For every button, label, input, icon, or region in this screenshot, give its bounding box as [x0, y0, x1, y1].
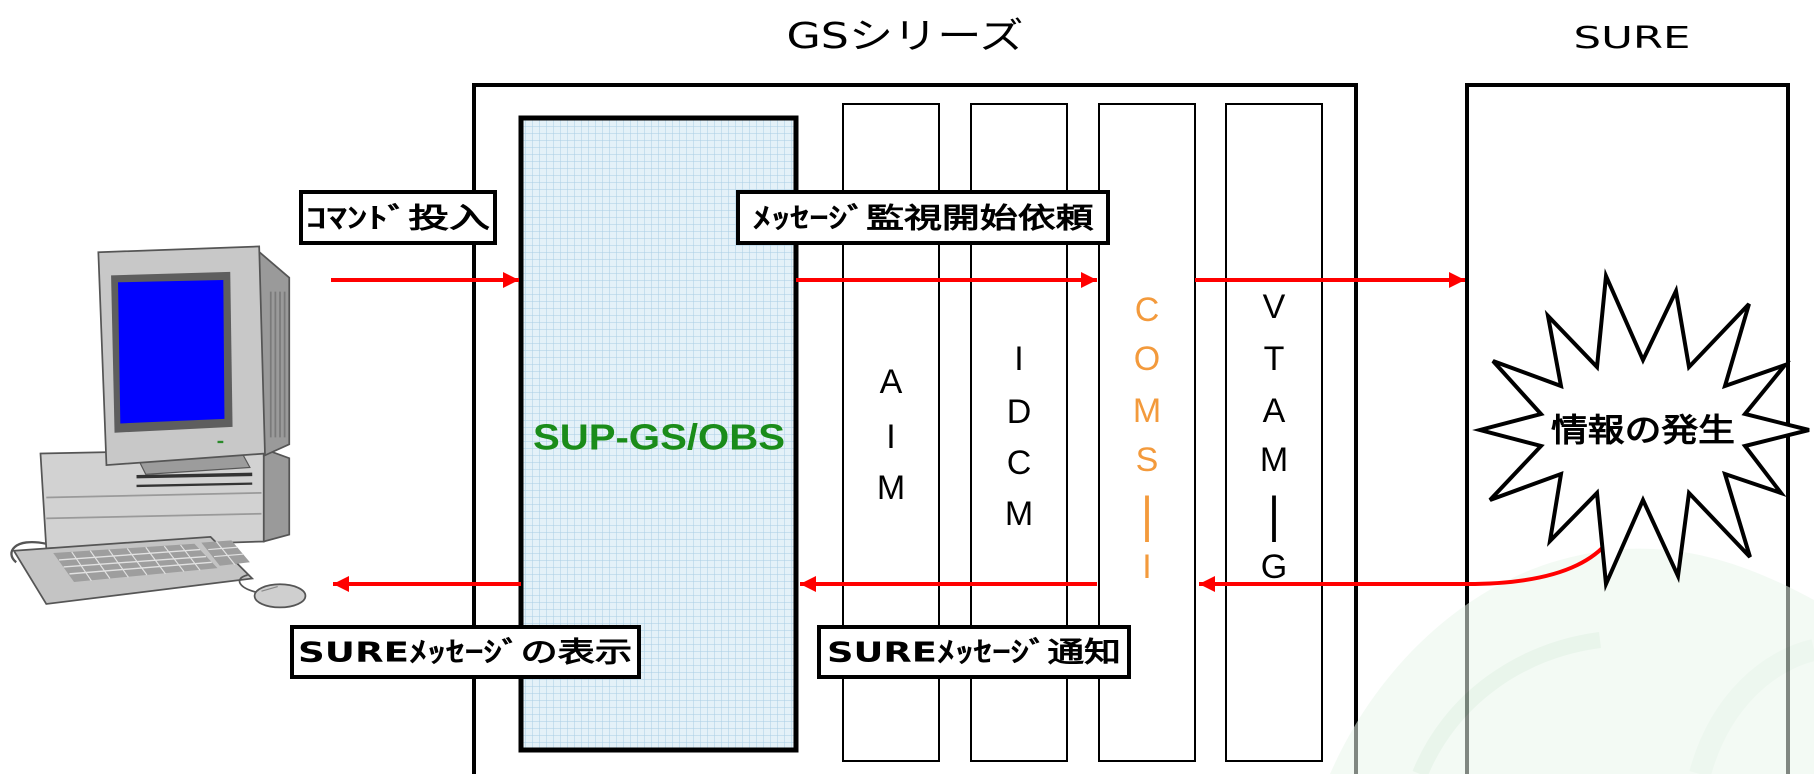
- column-char: A: [880, 363, 903, 401]
- monitor-request-label: ﾒｯｾｰｼﾞ監視開始依頼: [736, 190, 1110, 245]
- column-char: |: [1139, 488, 1155, 543]
- column-char: C: [1007, 444, 1032, 482]
- message-display-label: SUREﾒｯｾｰｼﾞの表示: [290, 625, 641, 679]
- column-char: V: [1263, 288, 1286, 326]
- message-notify-text: SUREﾒｯｾｰｼﾞ通知: [827, 636, 1121, 669]
- monitor-request-text: ﾒｯｾｰｼﾞ監視開始依頼: [753, 202, 1095, 235]
- base-unit: [39, 447, 291, 550]
- event-label: 情報の発生: [1551, 411, 1735, 449]
- column-char: M: [877, 469, 905, 507]
- column-char: M: [1005, 495, 1033, 533]
- column-char: M: [1260, 441, 1288, 479]
- computer-icon: [10, 245, 307, 609]
- screen: [118, 279, 225, 424]
- mouse: [238, 574, 307, 609]
- column-char: M: [1133, 392, 1161, 430]
- message-display-text: SUREﾒｯｾｰｼﾞの表示: [298, 636, 632, 669]
- column-char: S: [1136, 441, 1159, 479]
- column-char: I: [1014, 340, 1023, 378]
- column-coms: C O M S | I: [1098, 103, 1196, 762]
- column-char: D: [1007, 393, 1032, 431]
- column-vtam: V T A M | G: [1225, 103, 1323, 762]
- column-char: I: [886, 418, 895, 456]
- sure-title: SURE: [1574, 21, 1691, 56]
- column-char: C: [1135, 291, 1160, 329]
- starburst-icon: 情報の発生: [1472, 268, 1810, 592]
- column-char: O: [1134, 340, 1160, 378]
- keyboard: [10, 535, 255, 605]
- column-char: G: [1261, 548, 1287, 586]
- column-char: T: [1264, 340, 1285, 378]
- message-notify-label: SUREﾒｯｾｰｼﾞ通知: [817, 625, 1131, 679]
- power-led: [217, 440, 224, 444]
- gs-series-title: GSシリーズ: [787, 16, 1024, 57]
- command-input-label: ｺﾏﾝﾄﾞ投入: [299, 190, 497, 245]
- column-char: I: [1142, 548, 1151, 586]
- sup-gs-obs-label: SUP-GS/OBS: [533, 417, 785, 458]
- column-char: |: [1266, 488, 1282, 543]
- background-swoosh: [1330, 548, 1814, 774]
- monitor: [97, 245, 291, 475]
- column-char: A: [1263, 392, 1286, 430]
- command-input-text: ｺﾏﾝﾄﾞ投入: [306, 202, 490, 235]
